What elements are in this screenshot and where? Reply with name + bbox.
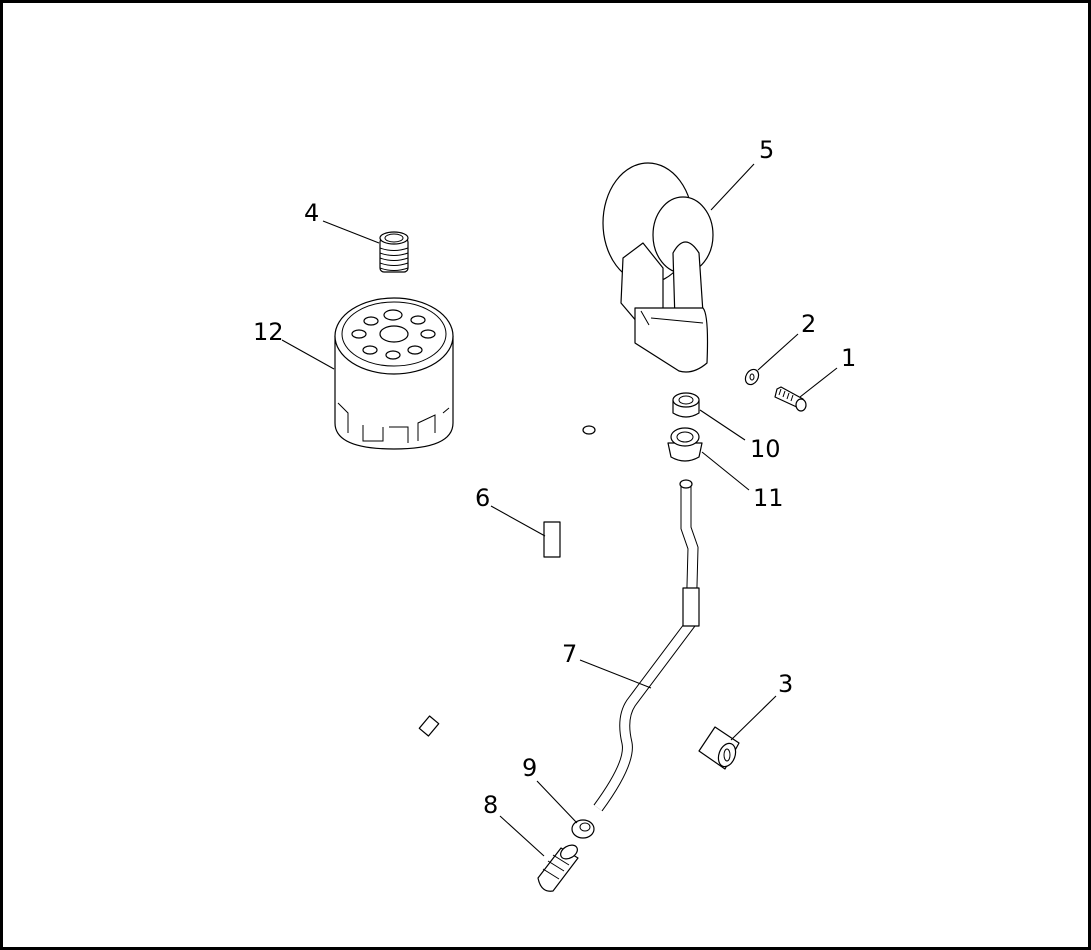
callout-10: 10 [750, 435, 781, 463]
callout-5: 5 [759, 136, 774, 164]
leader-lines [281, 163, 838, 857]
oil-filter-part [334, 297, 454, 450]
fitting-part [667, 427, 703, 462]
filter-mount-part [602, 162, 714, 373]
callout-1: 1 [841, 344, 856, 372]
washer-part [744, 368, 760, 386]
callout-6: 6 [475, 484, 490, 512]
hose-fitting-part [537, 844, 579, 892]
diagram-canvas: 1 2 3 4 5 6 7 8 9 10 11 12 [253, 136, 856, 892]
screw-part [774, 386, 807, 412]
callout-3: 3 [778, 670, 793, 698]
threaded-nipple-part [379, 231, 409, 273]
callout-7: 7 [562, 640, 577, 668]
oil-line-6-part [418, 425, 596, 737]
oil-line-7-part [593, 479, 700, 812]
callout-9: 9 [522, 754, 537, 782]
spacer-part [571, 819, 595, 839]
callout-2: 2 [801, 310, 816, 338]
callout-12: 12 [253, 318, 284, 346]
callout-11: 11 [753, 484, 784, 512]
bushing-part [672, 392, 700, 418]
callout-8: 8 [483, 791, 498, 819]
clamp-part [698, 726, 740, 770]
callout-4: 4 [304, 199, 319, 227]
